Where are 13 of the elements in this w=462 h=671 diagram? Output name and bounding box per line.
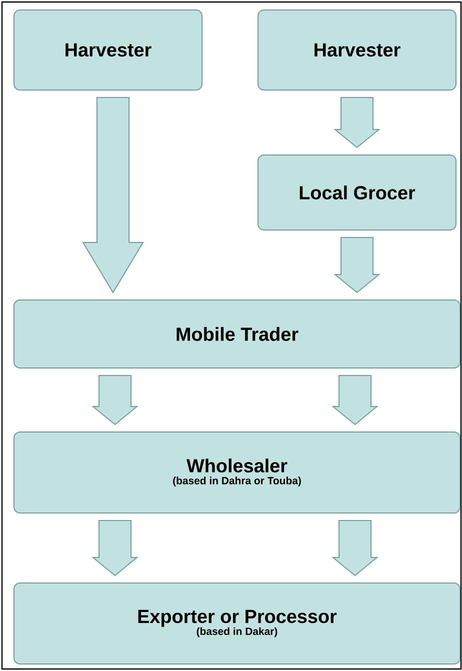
process-box: Harvester (258, 10, 456, 90)
block-arrow (332, 520, 378, 576)
block-arrow (92, 375, 138, 426)
block-arrow (92, 520, 138, 576)
process-box: Harvester (14, 10, 202, 90)
process-box: Local Grocer (258, 154, 456, 230)
process-box: Mobile Trader (14, 300, 460, 368)
block-arrow (334, 237, 380, 294)
block-arrow (82, 97, 144, 294)
process-box: Wholesaler (based in Dahra or Touba) (14, 432, 460, 514)
block-arrow (334, 97, 380, 148)
process-box: Exporter or Processor (based in Dakar) (14, 582, 460, 664)
block-arrow (332, 375, 378, 426)
